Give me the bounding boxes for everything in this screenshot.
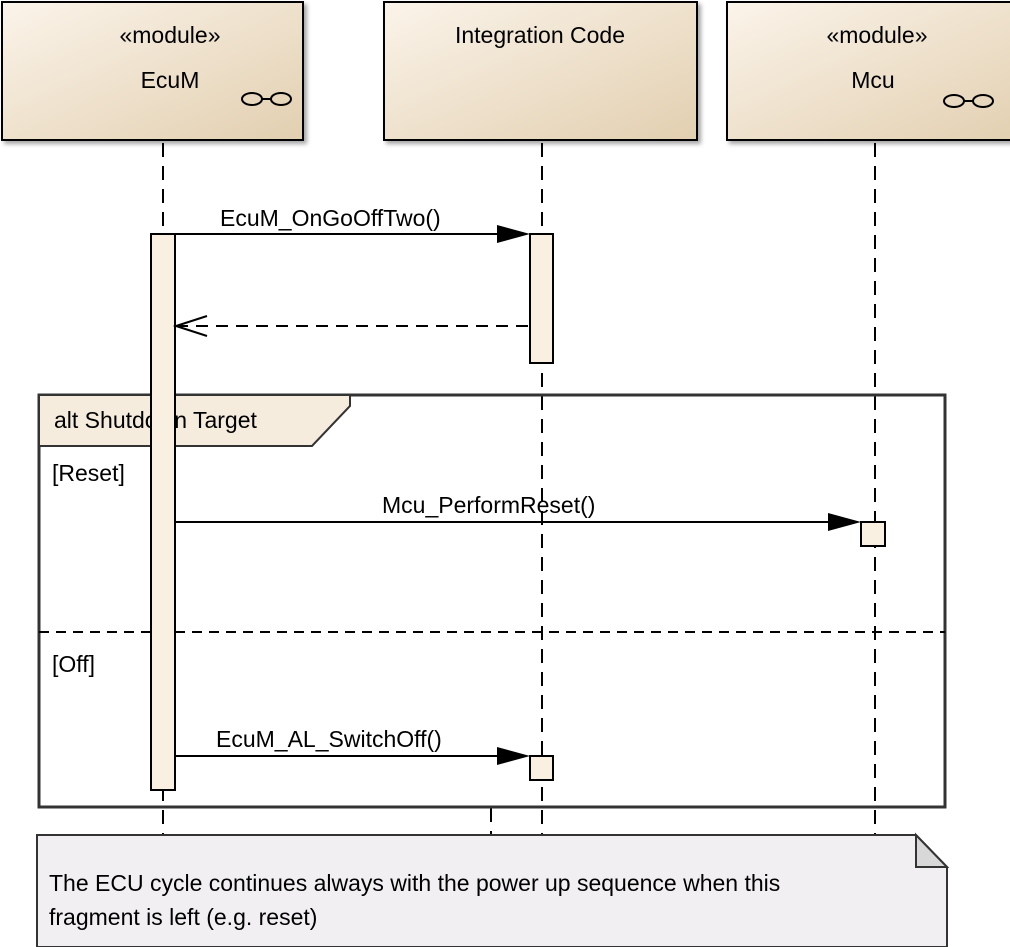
note-fold-icon xyxy=(915,832,950,868)
open-arrowhead-icon xyxy=(172,315,208,337)
lifeline-ecum-stereotype: «module» xyxy=(119,22,220,48)
arrowhead-icon xyxy=(497,747,530,765)
message-on-go-off-two-label: EcuM_OnGoOffTwo() xyxy=(220,205,441,231)
return-message[interactable] xyxy=(172,315,530,337)
note: The ECU cycle continues always with the … xyxy=(36,832,950,947)
message-al-switch-off-label: EcuM_AL_SwitchOff() xyxy=(216,726,442,752)
lifeline-mcu-stereotype: «module» xyxy=(826,22,927,48)
message-perform-reset[interactable]: Mcu_PerformReset() xyxy=(175,492,861,531)
activation-integration-2 xyxy=(529,755,554,781)
message-perform-reset-label: Mcu_PerformReset() xyxy=(382,492,595,518)
lifeline-integration-box xyxy=(383,1,698,141)
module-icon xyxy=(943,94,994,108)
message-on-go-off-two[interactable]: EcuM_OnGoOffTwo() xyxy=(175,205,530,243)
alt-fragment-label-box xyxy=(38,394,351,447)
lifeline-ecum-name: EcuM xyxy=(141,67,200,93)
message-al-switch-off[interactable]: EcuM_AL_SwitchOff() xyxy=(175,726,530,765)
activation-ecum xyxy=(150,233,176,791)
arrowhead-icon xyxy=(828,513,861,531)
module-icon xyxy=(241,92,292,106)
activation-mcu xyxy=(860,521,886,547)
note-body xyxy=(36,834,948,947)
alt-fragment xyxy=(37,393,947,809)
lifeline-ecum-box xyxy=(1,1,304,141)
guard-off: [Off] xyxy=(52,651,95,677)
lifeline-mcu-box xyxy=(726,1,1010,141)
lifeline-integration[interactable]: Integration Code xyxy=(383,1,698,141)
lifeline-ecum[interactable]: «module» EcuM xyxy=(1,1,304,141)
lifeline-integration-name: Integration Code xyxy=(455,22,625,48)
lifeline-mcu[interactable]: «module» Mcu xyxy=(726,1,1010,141)
note-text-line1: The ECU cycle continues always with the … xyxy=(49,870,780,896)
arrowhead-icon xyxy=(497,225,530,243)
note-text-line2: fragment is left (e.g. reset) xyxy=(49,904,317,930)
guard-reset: [Reset] xyxy=(52,460,125,486)
lifeline-mcu-name: Mcu xyxy=(851,67,894,93)
activation-integration-1 xyxy=(529,233,554,364)
